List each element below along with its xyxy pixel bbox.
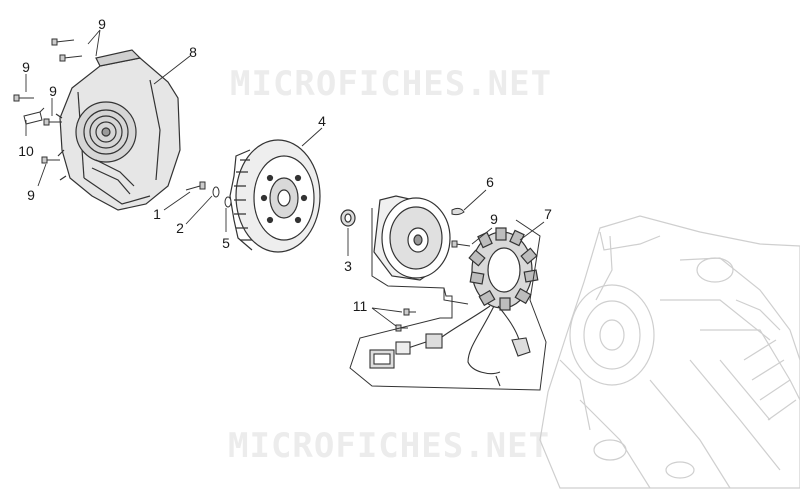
fan-cover-part-8 bbox=[55, 49, 181, 211]
callout-6: 6 bbox=[486, 174, 494, 190]
callout-3: 3 bbox=[344, 258, 352, 274]
callout-9-left-lower: 9 bbox=[27, 187, 35, 203]
callout-7: 7 bbox=[544, 206, 552, 222]
callout-9-stator: 9 bbox=[490, 211, 498, 227]
screws-part-11 bbox=[395, 308, 416, 332]
watermark-top: MICROFICHES.NET bbox=[230, 64, 553, 104]
callout-2: 2 bbox=[176, 220, 184, 236]
key-part-6 bbox=[451, 207, 465, 216]
wiring-harness bbox=[369, 305, 531, 387]
callout-10: 10 bbox=[18, 143, 34, 159]
callout-9-left-mid: 9 bbox=[49, 83, 57, 99]
callout-9-top: 9 bbox=[98, 16, 106, 32]
washer-part-5 bbox=[224, 196, 232, 208]
engine-crankcase-ghost bbox=[539, 215, 800, 489]
nut-part-3 bbox=[340, 209, 356, 227]
leader-lines bbox=[25, 29, 545, 327]
stator-part-7 bbox=[468, 227, 539, 311]
callout-8: 8 bbox=[189, 44, 197, 60]
generator-group-outline bbox=[349, 208, 547, 391]
flywheel-part-4 bbox=[229, 139, 321, 253]
callout-4: 4 bbox=[318, 113, 326, 129]
watermark-bottom: MICROFICHES.NET bbox=[228, 426, 551, 466]
clip-part-10 bbox=[23, 107, 45, 125]
callout-1: 1 bbox=[153, 206, 161, 222]
rotor-assembly bbox=[373, 195, 451, 281]
screws-part-9 bbox=[13, 38, 471, 248]
callout-5: 5 bbox=[222, 235, 230, 251]
screw-part-1 bbox=[185, 181, 206, 191]
callout-11: 11 bbox=[352, 298, 368, 314]
washer-part-2 bbox=[212, 186, 220, 198]
callout-9-left-upper: 9 bbox=[22, 59, 30, 75]
